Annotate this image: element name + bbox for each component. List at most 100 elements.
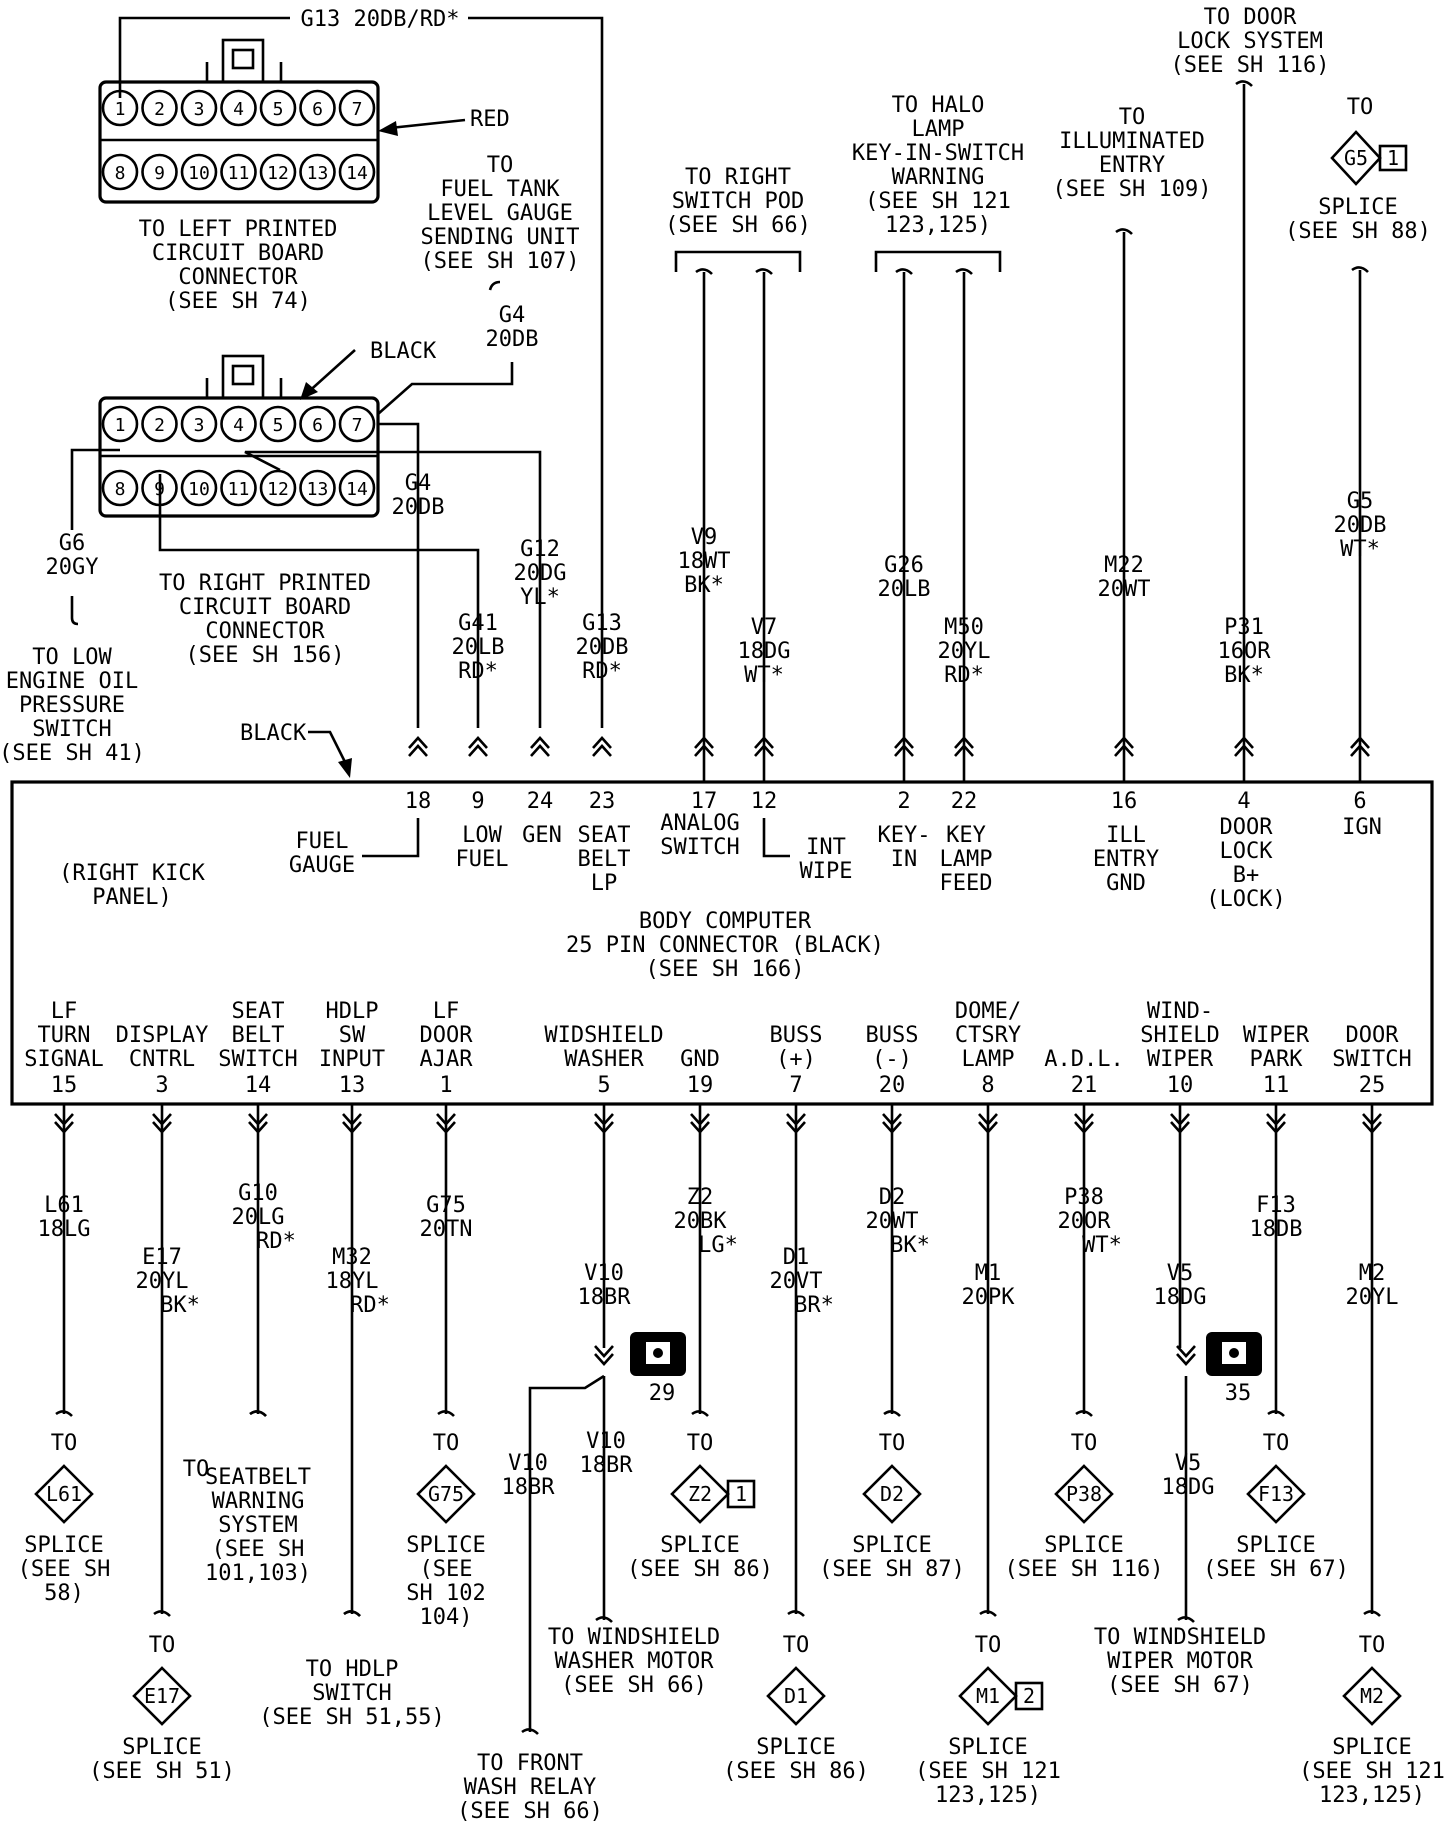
- computer-bottom-pin-label-14-0: SEAT: [232, 999, 285, 1024]
- wiper-motor-label-3: (SEE SH 67): [1107, 1673, 1253, 1698]
- black-pin-label-11: 11: [228, 479, 250, 500]
- g5-diamond-id: G5: [1344, 146, 1368, 170]
- top-pin-connector-1: [468, 736, 488, 757]
- l61-splice-diamond: [34, 1464, 94, 1524]
- m32-pin-connector: [342, 1113, 362, 1134]
- p38-splice-text-1: (SEE SH 116): [1005, 1557, 1164, 1582]
- m1-pin-connector: [978, 1113, 998, 1134]
- switch-pod-bracket: [674, 250, 802, 272]
- computer-black-arrow-head: [338, 758, 352, 778]
- computer-bottom-pin-label-8-1: CTSRY: [955, 1023, 1021, 1048]
- f13-pin-connector: [1266, 1113, 1286, 1134]
- p38-splice-text-0: SPLICE: [1044, 1533, 1123, 1558]
- oil-label-5: (SEE SH 41): [0, 741, 145, 766]
- black-connector-caption-1: TO RIGHT PRINTED: [159, 571, 371, 596]
- f13-wire-end: [1267, 1410, 1285, 1417]
- door-lock-label-3: (SEE SH 116): [1171, 53, 1330, 78]
- e17-dest-to: TO: [149, 1633, 176, 1658]
- hdlp-label-1: TO HDLP: [306, 1657, 399, 1682]
- v5-wiper-gauge: 18DG: [1162, 1475, 1215, 1500]
- computer-bottom-pin-label-1-1: DOOR: [420, 1023, 474, 1048]
- washer-motor-label-2: WASHER MOTOR: [555, 1649, 715, 1674]
- red-pin-label-7: 7: [352, 99, 363, 120]
- seatbelt-label-3: WARNING: [212, 1489, 305, 1514]
- p38-label-1: 20OR: [1058, 1209, 1112, 1234]
- red-pin-label-9: 9: [154, 163, 165, 184]
- computer-top-pin-label-9-1: FUEL: [456, 847, 509, 872]
- washer-motor-wire-end: [595, 1616, 613, 1623]
- g75-label-0: G75: [426, 1193, 466, 1218]
- computer-top-pin-labels: 18FUELGAUGE9LOWFUEL24GEN23SEATBELTLP17AN…: [289, 789, 1382, 912]
- red-pin-12: [259, 153, 297, 191]
- g5-splice-text-1: SPLICE: [1318, 195, 1397, 220]
- washer-motor-label-3: (SEE SH 66): [561, 1673, 707, 1698]
- computer-top-pin-label-4-1: LOCK: [1220, 839, 1274, 864]
- d2-pin-connector: [882, 1113, 902, 1134]
- computer-top-pin-label-16-2: GND: [1106, 871, 1146, 896]
- red-pin-5: [259, 89, 297, 127]
- g4-mid-gauge: 20DB: [392, 495, 445, 520]
- wiper-motor-wire-end: [1177, 1616, 1195, 1623]
- g13-label-0: G13: [582, 611, 622, 636]
- d2-splice-text-0: SPLICE: [852, 1533, 931, 1558]
- red-pin-label-8: 8: [115, 163, 126, 184]
- computer-bottom-pin-label-10-2: WIPER: [1147, 1047, 1214, 1072]
- black-pin-label-14: 14: [346, 479, 368, 500]
- f13-splice-text-0: SPLICE: [1236, 1533, 1315, 1558]
- black-pin-label-13: 13: [307, 479, 329, 500]
- computer-title-2: 25 PIN CONNECTOR (BLACK): [566, 933, 884, 958]
- g5-splice-to: TO: [1347, 95, 1374, 120]
- p38-label-0: P38: [1064, 1185, 1104, 1210]
- e17-pin-connector: [152, 1113, 172, 1134]
- d1-dest-to: TO: [783, 1633, 810, 1658]
- computer-bottom-pin-labels: 15LFTURNSIGNAL3DISPLAYCNTRL14SEATBELTSWI…: [24, 999, 1411, 1098]
- computer-bottom-pin-label-14-1: BELT: [232, 1023, 285, 1048]
- g12-label-2: YL*: [520, 585, 560, 610]
- p38-dest-to: TO: [1071, 1431, 1098, 1456]
- e17-label-0: E17: [142, 1245, 182, 1270]
- m2-dest-to: TO: [1359, 1633, 1386, 1658]
- computer-bottom-pin-label-10-0: WIND-: [1147, 999, 1213, 1024]
- computer-black-label: BLACK: [240, 721, 307, 746]
- m2-label-1: 20YL: [1346, 1285, 1399, 1310]
- computer-top-pin-17: 17: [691, 789, 718, 814]
- g4-wire-down: [378, 422, 420, 728]
- computer-bottom-pin-label-19-0: GND: [680, 1047, 720, 1072]
- black-pin-10: [180, 469, 218, 507]
- red-pin-6: [299, 89, 336, 127]
- body-computer-box: [10, 780, 1434, 1106]
- black-pin-2: [141, 405, 178, 443]
- computer-bottom-pin-14: 14: [245, 1073, 272, 1098]
- v10-branch-code: V10: [508, 1451, 548, 1476]
- black-pin-label-5: 5: [273, 415, 284, 436]
- f13-label-0: F13: [1256, 1193, 1296, 1218]
- fuel-tank-label-2: FUEL TANK: [440, 177, 560, 202]
- black-pin-11: [220, 469, 257, 507]
- v7-label-1: 18DG: [738, 639, 791, 664]
- d1-splice-id: D1: [784, 1684, 808, 1708]
- computer-bottom-pin-label-3-0: DISPLAY: [116, 1023, 209, 1048]
- top-pin-connector-4: [694, 736, 714, 757]
- v5-ground-connector: [1176, 1345, 1196, 1366]
- switch-pod-label-2: SWITCH POD: [672, 189, 804, 214]
- oil-label-2: ENGINE OIL: [6, 669, 138, 694]
- g13-label-2: RD*: [582, 659, 622, 684]
- illuminated-label-1: TO: [1119, 105, 1146, 130]
- black-pin-7: [338, 405, 376, 443]
- fuel-tank-label-5: (SEE SH 107): [421, 249, 580, 274]
- v10-label-1: 18BR: [578, 1285, 632, 1310]
- top-pin-connector-5: [754, 736, 774, 757]
- top-pin-connector-2: [530, 736, 550, 757]
- m2-pin-connector: [1362, 1113, 1382, 1134]
- d2-label-0: D2: [879, 1185, 906, 1210]
- seatbelt-label-4: SYSTEM: [218, 1513, 297, 1538]
- m2-splice-text-2: 123,125): [1319, 1783, 1425, 1808]
- red-pin-14: [338, 153, 376, 191]
- z2-label-0: Z2: [687, 1185, 714, 1210]
- black-pin-label-10: 10: [188, 479, 210, 500]
- z2-splice-id: Z2: [688, 1482, 712, 1506]
- computer-bottom-pin-label-25-0: DOOR: [1346, 1023, 1400, 1048]
